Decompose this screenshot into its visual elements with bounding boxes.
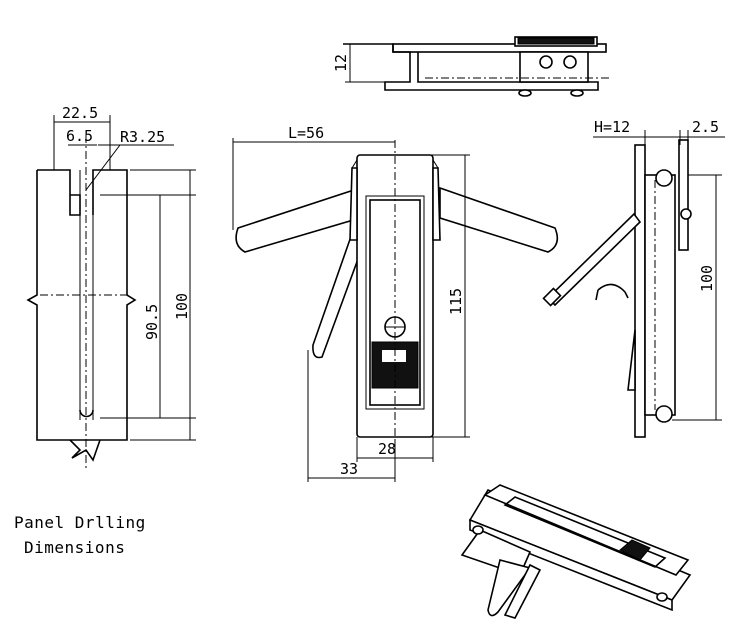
side-view-body [644,174,676,416]
iso-view-lever [487,559,532,617]
cutout-radius-arrow [85,144,121,191]
iso-view-foot [472,525,484,535]
top-view: 12 [332,36,612,97]
iso-view-lock-button [619,539,651,561]
side-view-offset-label: 2.5 [692,118,719,136]
cutout-outline-top [37,169,81,216]
top-view-foot [570,89,584,97]
front-view-height-label: 115 [447,288,465,315]
cutout-radius-label: R3.25 [120,128,165,146]
front-view-length-label: L=56 [288,124,324,142]
side-view-height-label: 100 [698,265,716,292]
cutout-view: 22.5 6.5 R3.25 90.5 100 [26,104,196,470]
side-view-plate [678,139,689,251]
side-view-lever-tip [542,287,562,307]
cutout-slot-label: 6.5 [66,127,93,145]
cutout-width-label: 22.5 [62,104,98,122]
cutout-outer-height-label: 100 [173,293,191,320]
front-view: L=56 115 28 33 [232,124,559,482]
front-view-overall-width-label: 33 [340,460,358,478]
caption-line-2: Dimensions [24,538,126,557]
front-view-lever [312,223,366,359]
front-view-body-lip [351,159,439,169]
side-view-roller [655,405,673,423]
iso-view [460,484,692,619]
top-view-foot [518,89,532,97]
iso-view-lever-tip [503,563,542,619]
top-view-height-label: 12 [332,54,350,72]
side-view-rotation-arrow [595,283,629,301]
front-view-side-tab [349,167,358,241]
cutout-inner-height-label: 90.5 [143,304,161,340]
front-view-lock-mark [382,350,406,362]
side-view: H=12 2.5 100 [542,118,725,438]
front-view-arm-right [439,186,559,253]
iso-view-window [503,496,667,568]
side-view-pin [680,208,692,220]
cutout-outline [26,169,137,441]
side-view-h-label: H=12 [594,118,630,136]
side-view-roller [655,169,673,187]
top-view-mechanism [519,51,589,83]
iso-view-body-side [469,518,673,612]
front-view-arm-left [235,186,361,253]
iso-view-foot [656,592,668,602]
top-view-cam [539,55,553,69]
caption-line-1: Panel Drlling [14,513,146,532]
side-view-lever [546,212,642,307]
cutout-break-bottom [69,439,101,462]
front-view-side-tab [432,167,441,241]
top-view-handle-dark [517,37,595,45]
top-view-cam [563,55,577,69]
side-view-latch [627,329,636,391]
side-view-panel [634,144,646,438]
front-view-body-width-label: 28 [378,440,396,458]
cutout-slot-end [79,409,94,418]
